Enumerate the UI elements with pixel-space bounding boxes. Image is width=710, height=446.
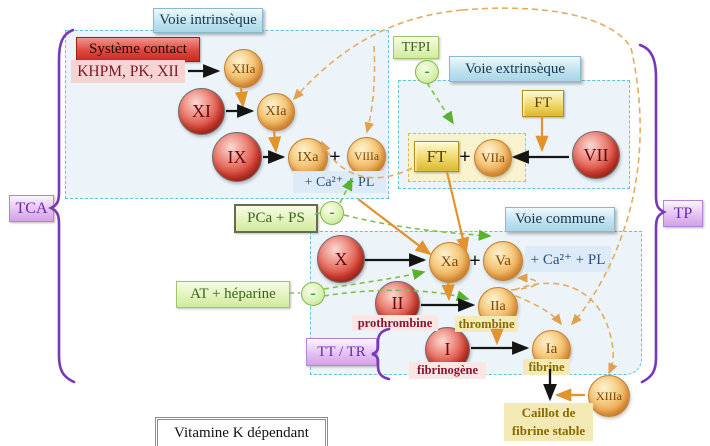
thrombin-label: thrombine <box>455 316 518 332</box>
plus-ft-viia: + <box>459 145 471 168</box>
at-heparin-label: AT + héparine <box>176 281 290 308</box>
pca-ps-label: PCa + PS <box>234 204 318 233</box>
common-pathway-title: Voie commune <box>505 207 615 232</box>
tfpi-minus-badge: - <box>415 60 439 84</box>
plus-ixa-viiia: + <box>329 145 341 168</box>
factor-xiiia-node: XIIIa <box>588 375 630 417</box>
contact-system-members: KHPM, PK, XII <box>71 60 185 83</box>
vitamin-k-dependent-box: Vitamine K dépendant <box>155 417 328 446</box>
tca-test-label: TCA <box>9 195 54 222</box>
extrinsic-pathway-title: Voie extrinsèque <box>449 56 581 82</box>
contact-system-label: Système contact <box>76 37 200 62</box>
tp-brace <box>638 43 667 384</box>
cofactor-ca-pl-common: + Ca²⁺ + PL <box>525 246 611 272</box>
clot-line-2: fibrine stable <box>511 423 586 438</box>
tfpi-label: TFPI <box>393 36 439 59</box>
clot-line-1: Caillot de <box>521 405 576 421</box>
factor-ix-node: IX <box>212 132 262 182</box>
factor-xia-node: XIa <box>257 93 295 131</box>
factor-xi-node: XI <box>178 88 225 135</box>
fibrinogen-label: fibrinogène <box>409 362 486 379</box>
factor-va-node: Va <box>483 241 523 281</box>
plus-xa-va: + <box>469 249 481 272</box>
factor-viia-node: VIIa <box>474 139 512 177</box>
stable-fibrin-clot-box: Caillot de fibrine stable <box>504 403 593 441</box>
fibrin-label: fibrine <box>523 359 570 375</box>
prothrombin-label: prothrombine <box>352 315 438 331</box>
factor-vii-node: VII <box>572 131 620 179</box>
cofactor-ca-pl-intrinsic: + Ca²⁺ + PL <box>293 171 386 193</box>
tp-test-label: TP <box>663 200 703 227</box>
factor-x-node: X <box>317 235 365 283</box>
pca-ps-minus-badge: - <box>320 201 344 225</box>
at-heparin-minus-badge: - <box>301 282 325 306</box>
factor-xa-node: Xa <box>429 242 470 283</box>
tt-tr-test-label: TT / TR <box>306 338 377 366</box>
intrinsic-pathway-title: Voie intrinsèque <box>153 8 263 33</box>
tissue-factor-source-box: FT <box>522 90 564 117</box>
tissue-factor-complex-box: FT <box>414 141 459 172</box>
factor-xiia-node: XIIa <box>224 49 263 88</box>
